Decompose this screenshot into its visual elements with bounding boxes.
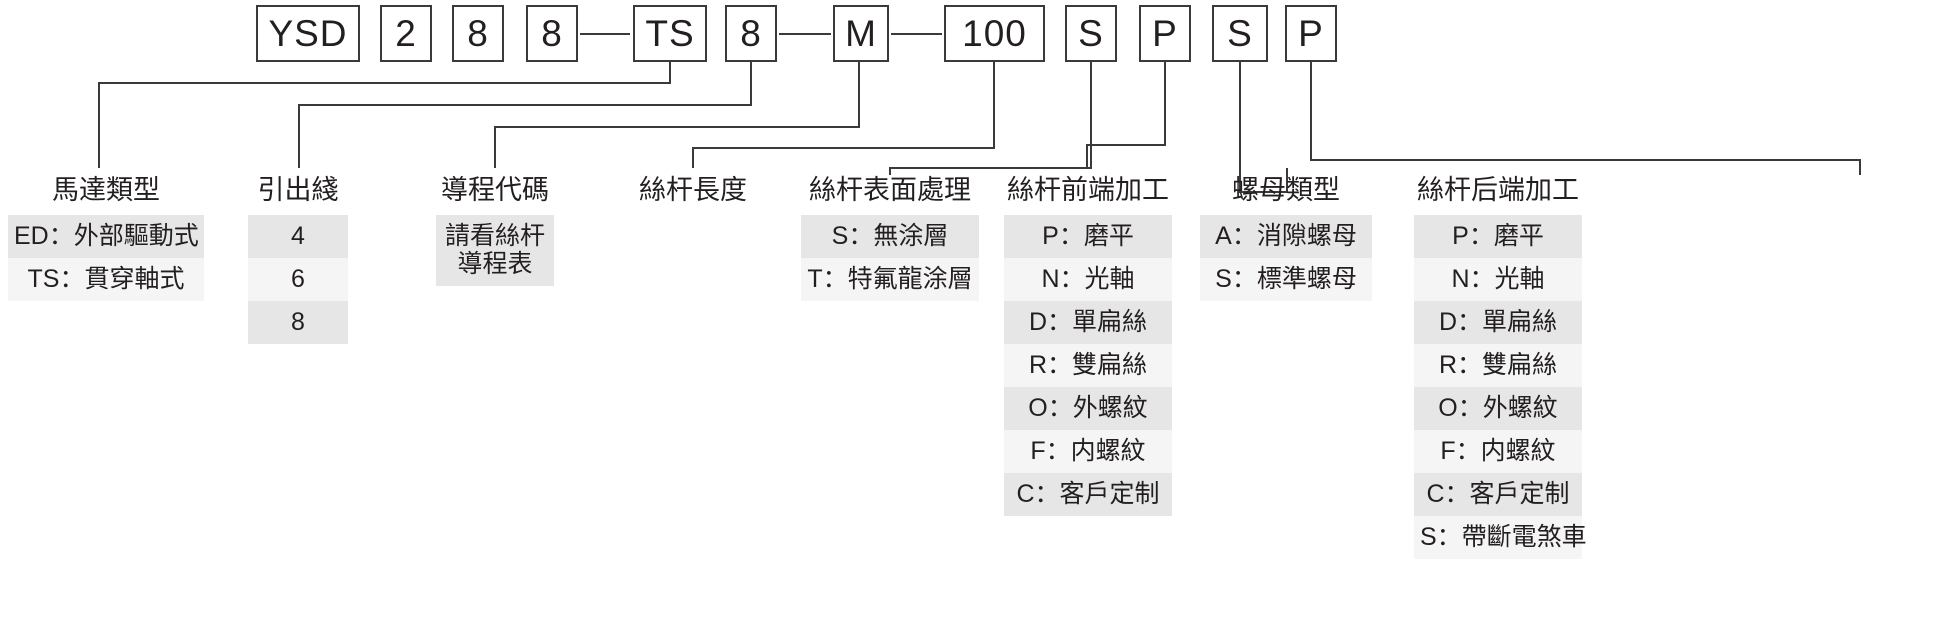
column-title: 螺母類型	[1232, 175, 1340, 205]
option-item: D：單扁絲	[1414, 300, 1582, 344]
legend-column-lead-code: 導程代碼請看絲杆導程表	[436, 175, 554, 286]
column-title: 絲杆長度	[639, 175, 747, 205]
column-title: 導程代碼	[441, 175, 549, 205]
code-box: 8	[452, 5, 504, 62]
option-item: ED：外部驅動式	[8, 214, 204, 258]
option-item: N：光軸	[1004, 257, 1172, 301]
code-box: YSD	[256, 5, 360, 62]
column-title: 馬達類型	[52, 175, 160, 205]
option-item: D：單扁絲	[1004, 300, 1172, 344]
code-box: P	[1139, 5, 1191, 62]
option-item: S：無涂層	[801, 214, 979, 258]
leader-line	[692, 62, 995, 168]
column-title: 絲杆表面處理	[809, 175, 971, 205]
code-box: 8	[526, 5, 578, 62]
leader-line	[494, 62, 860, 168]
code-separator-dash	[779, 33, 831, 35]
option-item: S：帶斷電煞車	[1414, 515, 1587, 559]
option-item: S：標準螺母	[1200, 257, 1372, 301]
legend-column-screw-length: 絲杆長度	[634, 175, 752, 215]
leader-line	[1310, 62, 1861, 175]
leader-line	[298, 62, 752, 168]
option-item: O：外螺紋	[1004, 386, 1172, 430]
option-item: A：消隙螺母	[1200, 214, 1372, 258]
option-item: 4	[248, 214, 348, 258]
option-item: 8	[248, 300, 348, 344]
leader-line	[889, 62, 1092, 175]
column-title: 引出綫	[257, 175, 339, 205]
code-separator-dash	[891, 33, 942, 35]
leader-line	[1239, 62, 1288, 193]
leader-line	[1086, 62, 1166, 168]
code-box: 8	[725, 5, 777, 62]
code-box: S	[1212, 5, 1268, 62]
option-item: F：内螺紋	[1414, 429, 1582, 473]
code-box: S	[1065, 5, 1117, 62]
option-item: T：特氟龍涂層	[801, 257, 979, 301]
option-item: P：磨平	[1004, 214, 1172, 258]
option-item: C：客戶定制	[1004, 472, 1172, 516]
option-item: F：内螺紋	[1004, 429, 1172, 473]
option-item: TS：貫穿軸式	[8, 257, 204, 301]
column-title: 絲杆前端加工	[1007, 175, 1169, 205]
option-item: R：雙扁絲	[1414, 343, 1582, 387]
option-item: P：磨平	[1414, 214, 1582, 258]
option-item: N：光軸	[1414, 257, 1582, 301]
leader-line	[98, 62, 671, 168]
option-item: R：雙扁絲	[1004, 343, 1172, 387]
column-title: 絲杆后端加工	[1417, 175, 1579, 205]
option-item: 請看絲杆導程表	[436, 214, 554, 286]
code-separator-dash	[580, 33, 630, 35]
code-box: M	[833, 5, 889, 62]
code-box: 2	[380, 5, 432, 62]
option-item: 6	[248, 257, 348, 301]
code-box: TS	[633, 5, 707, 62]
option-item: O：外螺紋	[1414, 386, 1582, 430]
code-box: P	[1285, 5, 1337, 62]
code-box: 100	[944, 5, 1045, 62]
option-item: C：客戶定制	[1414, 472, 1582, 516]
